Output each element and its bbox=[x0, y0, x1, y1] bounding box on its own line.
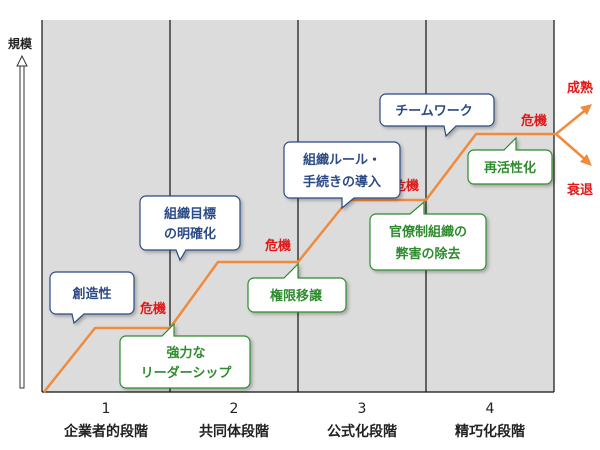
callout-strong-leadership: 強力な リーダーシップ bbox=[119, 322, 251, 389]
callout-revitalization-text: 再活性化 bbox=[484, 160, 536, 176]
crisis-label-4: 危機 bbox=[521, 113, 547, 129]
stage-name-2: 共同体段階 bbox=[199, 423, 269, 440]
callout-teamwork: チームワーク bbox=[379, 93, 495, 138]
callout-teamwork-text: チームワーク bbox=[395, 104, 473, 119]
stage-name-3: 公式化段階 bbox=[327, 423, 397, 440]
callout-rules-procedures: 組織ルール・ 手続きの導入 bbox=[283, 141, 401, 210]
stage-panel-3 bbox=[298, 20, 426, 392]
callout-goal-line2: の明確化 bbox=[164, 226, 216, 242]
callout-revitalization: 再活性化 bbox=[467, 136, 553, 185]
callout-rules-line2: 手続きの導入 bbox=[303, 174, 381, 190]
stage-number-4: 4 bbox=[486, 401, 495, 417]
stage-panel-4 bbox=[426, 20, 554, 392]
y-axis-label: 規模 bbox=[8, 36, 33, 51]
callout-goal-line1: 組織目標 bbox=[164, 206, 216, 222]
callout-bureaucracy-removal: 官僚制組織の 弊害の除去 bbox=[369, 200, 487, 271]
callout-rules-line1: 組織ルール・ bbox=[303, 152, 381, 168]
callout-leadership-line2: リーダーシップ bbox=[141, 365, 233, 381]
stage-number-3: 3 bbox=[358, 401, 367, 417]
stage-name-4: 精巧化段階 bbox=[455, 423, 525, 440]
callout-leadership-line1: 強力な bbox=[166, 345, 205, 361]
stage-name-1: 企業者的段階 bbox=[63, 423, 148, 440]
callout-delegation-text: 権限移譲 bbox=[270, 288, 323, 304]
callout-bureaucracy-line1: 官僚制組織の bbox=[389, 224, 467, 240]
callout-creativity: 創造性 bbox=[49, 271, 135, 325]
stage-number-1: 1 bbox=[102, 401, 111, 417]
maturity-branch bbox=[555, 107, 589, 135]
crisis-label-1: 危機 bbox=[140, 301, 166, 317]
stage-number-2: 2 bbox=[230, 401, 239, 417]
callout-bureaucracy-line2: 弊害の除去 bbox=[395, 246, 460, 262]
maturity-arrowhead bbox=[580, 104, 592, 115]
decline-arrowhead bbox=[580, 154, 592, 166]
growth-curve bbox=[43, 132, 556, 393]
crisis-label-2: 危機 bbox=[265, 238, 291, 254]
y-axis-arrow bbox=[16, 54, 28, 389]
outcome-maturity: 成熟 bbox=[567, 80, 593, 96]
outcome-decline: 衰退 bbox=[566, 182, 593, 198]
decline-branch bbox=[555, 133, 589, 163]
callout-delegation: 権限移譲 bbox=[247, 262, 347, 313]
callout-goal-clarification: 組織目標 の明確化 bbox=[139, 195, 241, 262]
callout-creativity-text: 創造性 bbox=[71, 286, 111, 302]
